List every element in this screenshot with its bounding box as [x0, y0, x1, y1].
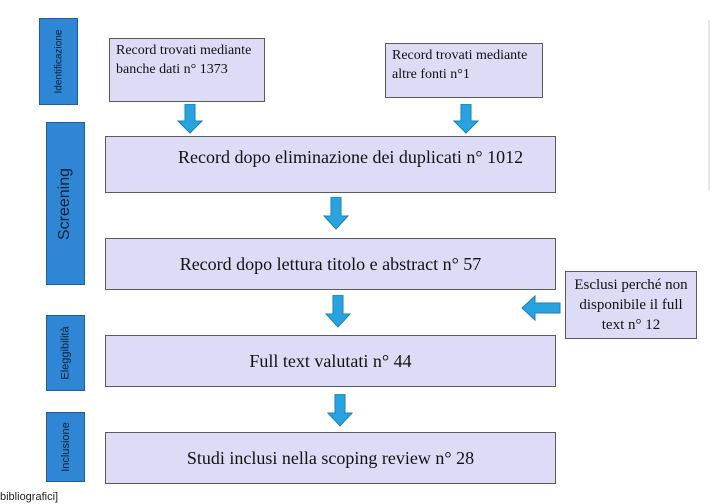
box-inclusi: Studi inclusi nella scoping review n° 28: [105, 432, 556, 484]
box-altre-fonti: Record trovati mediante altre fonti n°1: [385, 43, 543, 98]
phase-inclusione: Inclusione: [46, 412, 85, 482]
box-esclusi-text: Esclusi perché non disponibile il full t…: [574, 277, 688, 333]
arrow-left-esclusi: [521, 295, 561, 321]
phase-eleggibilita-label: Eleggibilità: [59, 326, 72, 380]
arrow-down-1: [177, 104, 203, 134]
box-esclusi: Esclusi perché non disponibile il full t…: [565, 271, 697, 339]
box-duplicati-text: Record dopo eliminazione dei duplicati n…: [178, 147, 524, 167]
box-full-text: Full text valutati n° 44: [105, 335, 556, 387]
box-banche-dati: Record trovati mediante banche dati n° 1…: [109, 38, 265, 102]
box-banche-dati-text: Record trovati mediante banche dati n° 1…: [116, 43, 252, 77]
box-titolo-abstract: Record dopo lettura titolo e abstract n°…: [105, 238, 556, 290]
box-full-text-text: Full text valutati n° 44: [249, 351, 412, 371]
arrow-down-2: [453, 104, 479, 134]
phase-screening: Screening: [46, 122, 85, 285]
phase-screening-label: Screening: [56, 167, 74, 240]
box-titolo-abstract-text: Record dopo lettura titolo e abstract n°…: [179, 254, 482, 274]
phase-inclusione-label: Inclusione: [59, 422, 72, 472]
box-inclusi-text: Studi inclusi nella scoping review n° 28: [186, 448, 475, 468]
arrow-down-4: [325, 295, 351, 328]
phase-eleggibilita: Eleggibilità: [46, 315, 85, 391]
phase-identificazione-label: Identificazione: [53, 29, 64, 94]
box-altre-fonti-text: Record trovati mediante altre fonti n°1: [392, 48, 528, 82]
footer-fragment: bibliografici]: [0, 491, 59, 503]
arrow-down-5: [327, 394, 353, 427]
box-duplicati: Record dopo eliminazione dei duplicati n…: [105, 136, 556, 193]
page-edge-line: [708, 20, 710, 190]
arrow-down-3: [323, 197, 349, 230]
phase-identificazione: Identificazione: [39, 18, 78, 105]
